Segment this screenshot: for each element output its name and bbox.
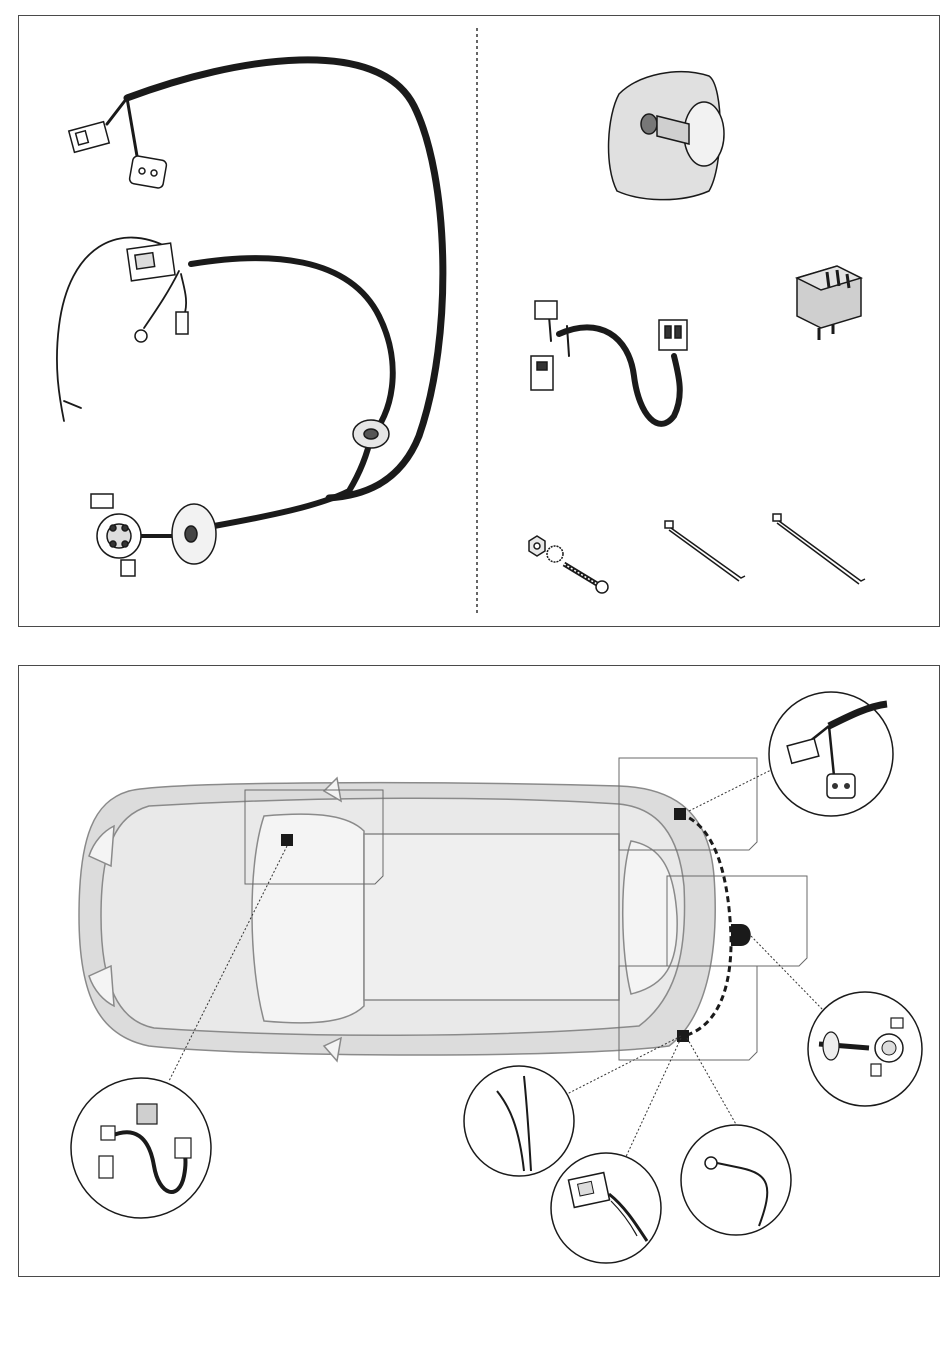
- relay-adapter-callout: [71, 1078, 211, 1218]
- rear-light-plug: [69, 122, 167, 189]
- wiring-harness: [57, 60, 443, 536]
- rear-plug-marker-upper: [674, 808, 686, 820]
- harness-grommet: [353, 420, 389, 448]
- rear-light-plug-callout: [769, 692, 893, 816]
- cable-tie-2: [773, 514, 865, 584]
- socket-cover: [609, 72, 724, 200]
- rear-plug-marker-lower: [677, 1030, 689, 1042]
- car-top-view: [79, 778, 715, 1061]
- relay-module: [797, 266, 861, 340]
- kit-contents-panel: [18, 15, 940, 627]
- bolt-nut-washer: [529, 536, 608, 593]
- split-wires-callout: [464, 1066, 574, 1176]
- tow-socket-marker: [731, 924, 751, 946]
- installation-panel: [18, 665, 940, 1277]
- harness-control-unit: [127, 243, 188, 342]
- control-unit-marker: [281, 834, 293, 846]
- kit-contents-illustration: [19, 16, 941, 628]
- tow-socket-callout: [808, 992, 922, 1106]
- control-unit-callout: [551, 1153, 661, 1263]
- installation-illustration: [19, 666, 941, 1278]
- cable-tie-1: [665, 521, 745, 581]
- ground-eyelet-callout: [681, 1125, 791, 1235]
- adapter-cable: [531, 301, 687, 424]
